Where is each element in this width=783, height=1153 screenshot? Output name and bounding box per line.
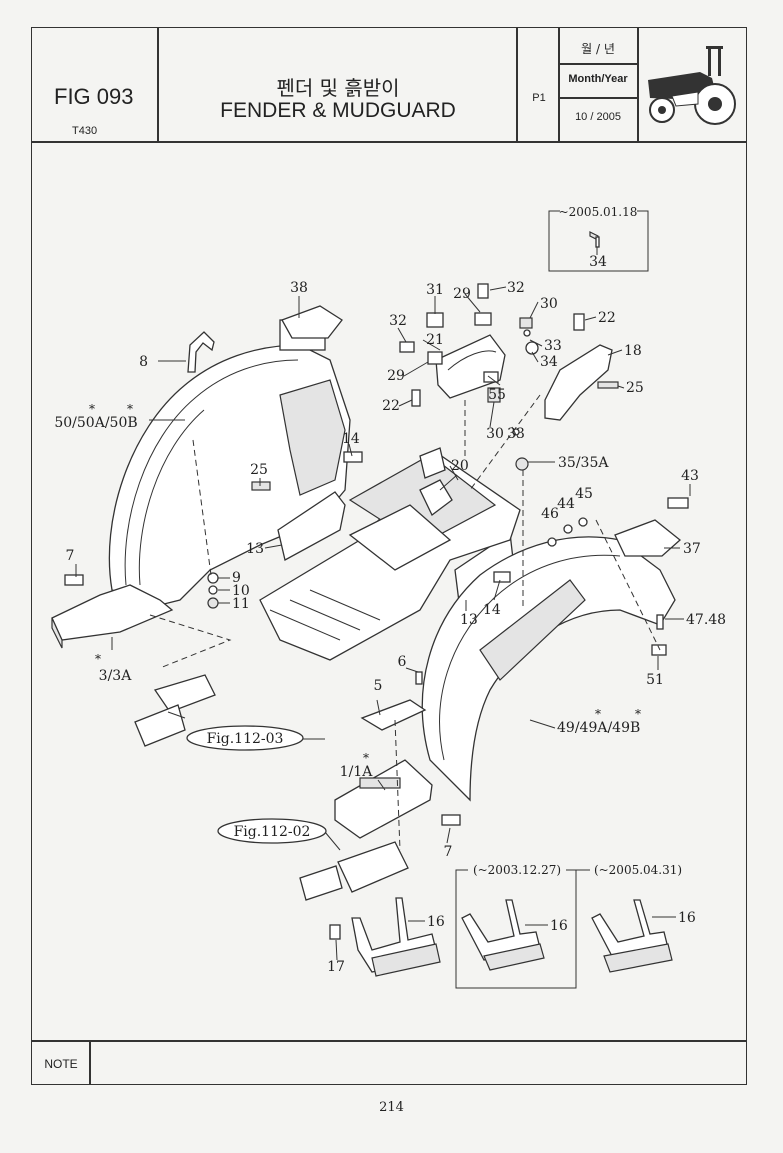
header-divider (31, 141, 747, 143)
label-part-14a: 14 (342, 431, 360, 447)
svg-text:*: * (635, 707, 641, 721)
label-part-22a: 22 (598, 310, 616, 326)
label-part-17: 17 (327, 959, 345, 975)
label-part-5: 5 (374, 678, 383, 694)
part-18-guard (544, 344, 613, 421)
part-8-handle (187, 331, 215, 373)
date-value: 10 / 2005 (575, 111, 621, 123)
label-part-31: 31 (426, 282, 444, 298)
label-part-55: 55 (488, 387, 506, 403)
svg-text:*: * (363, 751, 369, 765)
inset-2005-label: ~2005.01.18 (559, 205, 638, 219)
date-header-korean: 월 / 년 (581, 42, 615, 56)
label-part-33b: 33 (507, 426, 525, 442)
label-part-11: 11 (232, 596, 250, 612)
inset-a-label: (~2003.12.27) (473, 863, 561, 877)
label-part-29b: 29 (387, 368, 405, 384)
label-part-49: 49/49A/49B (557, 720, 640, 736)
fig-112-03-label: Fig.112-03 (207, 731, 284, 747)
label-part-9: 9 (232, 570, 241, 586)
label-part-44: 44 (557, 496, 575, 512)
label-part-32a: 32 (507, 280, 525, 296)
label-part-13a: 13 (246, 541, 264, 557)
fig-112-03-ref: Fig.112-03 (186, 725, 304, 751)
label-part-34b: 34 (589, 254, 607, 270)
label-part-46: 46 (541, 506, 559, 522)
label-part-29a: 29 (453, 286, 471, 302)
svg-text:*: * (95, 652, 101, 666)
date-row-1 (558, 63, 638, 65)
hardware-bolts (64, 283, 689, 940)
inset-2005-01-18 (548, 210, 649, 272)
svg-text:*: * (89, 402, 95, 416)
label-part-18: 18 (624, 343, 642, 359)
label-part-16b: 16 (550, 918, 568, 934)
label-part-37: 37 (683, 541, 701, 557)
label-part-22b: 22 (382, 398, 400, 414)
label-part-7a: 7 (66, 548, 75, 564)
label-part-7b: 7 (444, 844, 453, 860)
page-code: P1 (532, 92, 546, 104)
header-col-2 (516, 27, 518, 142)
floor-deck (259, 454, 521, 661)
date-row-2 (558, 97, 638, 99)
label-part-3: 3/3A (99, 668, 133, 684)
label-part-45: 45 (575, 486, 593, 502)
inset-step-versions (455, 869, 673, 989)
svg-text:*: * (595, 707, 601, 721)
model-code: T430 (72, 125, 98, 137)
label-part-1: 1/1A (340, 764, 374, 780)
page-number: 214 (379, 1100, 404, 1115)
label-part-21: 21 (426, 332, 444, 348)
note-label: NOTE (44, 1057, 78, 1071)
inset-b-label: (~2005.04.31) (594, 863, 682, 877)
label-part-47-48: 47.48 (686, 612, 726, 628)
label-part-6: 6 (398, 654, 407, 670)
label-part-14b: 14 (483, 602, 501, 618)
page-frame (31, 27, 747, 1085)
label-part-20: 20 (451, 458, 469, 474)
part-labels: 8 38 50/50A/50B 7 3/3A 9 10 11 13 14 25 … (54, 254, 726, 975)
right-fender-part-49 (421, 519, 682, 802)
label-part-35: 35/35A (558, 455, 609, 471)
title-korean: 펜더 및 흙받이 (276, 76, 400, 100)
label-part-30b: 30 (486, 426, 504, 442)
label-part-30a: 30 (540, 296, 558, 312)
label-part-50: 50/50A/50B (54, 415, 137, 431)
label-part-51: 51 (646, 672, 664, 688)
label-part-38: 38 (290, 280, 308, 296)
header-col-1 (157, 27, 159, 142)
fig-number: FIG 093 (54, 84, 134, 109)
header-col-4 (637, 27, 639, 142)
asterisk-markers: * * * * * * (89, 402, 641, 765)
label-part-33a: 33 (544, 338, 562, 354)
left-fender-part-50 (51, 319, 351, 649)
label-part-25b: 25 (626, 380, 644, 396)
part-38-cover (281, 305, 343, 339)
note-divider (31, 1040, 747, 1042)
label-part-10: 10 (232, 583, 250, 599)
label-part-8: 8 (139, 354, 148, 370)
label-part-32b: 32 (389, 313, 407, 329)
fig-112-02-label: Fig.112-02 (234, 824, 311, 840)
svg-text:*: * (127, 402, 133, 416)
header-col-3 (558, 27, 560, 142)
date-header-label: Month/Year (568, 73, 628, 85)
label-part-43: 43 (681, 468, 699, 484)
label-part-25a: 25 (250, 462, 268, 478)
fig-112-02-component (299, 841, 409, 901)
label-part-16c: 16 (678, 910, 696, 926)
label-part-13b: 13 (460, 612, 478, 628)
label-part-34a: 34 (540, 354, 558, 370)
fig-112-03-component (134, 674, 216, 747)
leader-lines (75, 247, 691, 961)
part-20-bracket (419, 447, 446, 479)
note-col (89, 1040, 91, 1085)
tractor-icon (648, 46, 736, 125)
label-part-16a: 16 (427, 914, 445, 930)
title-english: FENDER & MUDGUARD (220, 99, 456, 122)
fig-112-02-ref: Fig.112-02 (217, 818, 327, 844)
part-16-step-main (351, 897, 441, 977)
